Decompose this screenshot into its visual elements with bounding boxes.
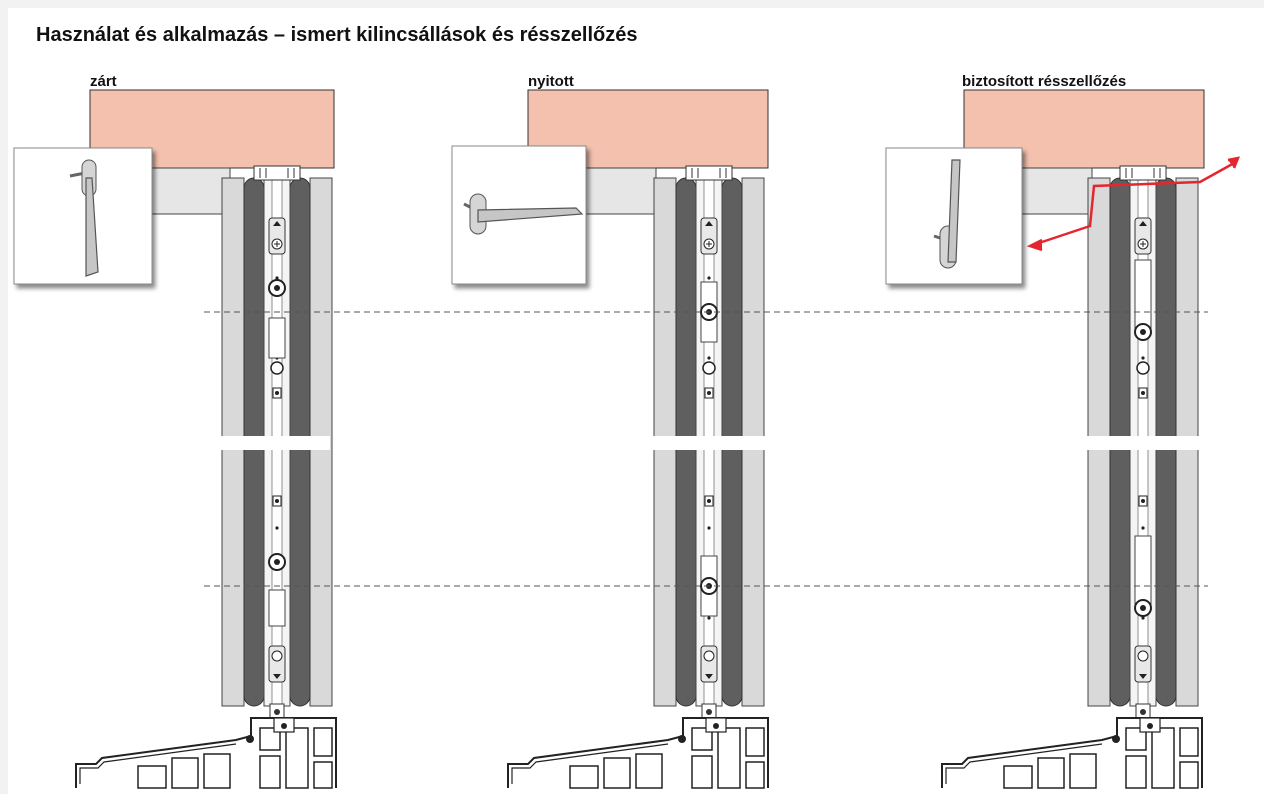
panel-label-open: nyitott <box>528 73 574 90</box>
handle-angled-icon <box>933 159 961 269</box>
handle-horizontal-icon <box>463 193 584 235</box>
lock-roller <box>270 361 284 375</box>
panel-label-vent: biztosított résszellőzés <box>962 73 1127 90</box>
panel-closed <box>13 89 337 789</box>
sill-profile <box>941 717 1203 789</box>
lock-slot <box>1134 259 1152 331</box>
panel-label-closed: zárt <box>90 73 117 90</box>
lock-slot <box>1134 535 1152 607</box>
handle-card <box>451 145 587 285</box>
handle-down-icon <box>69 159 99 277</box>
frame-cover <box>149 167 231 215</box>
lock-roller <box>702 361 716 375</box>
sill-profile <box>507 717 769 789</box>
break-marks <box>220 436 1204 450</box>
page-title: Használat és alkalmazás – ismert kilincs… <box>36 24 638 46</box>
airflow-arrow <box>1026 156 1241 252</box>
lock-slot <box>268 317 286 359</box>
frame-cover <box>583 167 657 215</box>
frame-cover <box>1019 167 1093 215</box>
sill-profile <box>75 717 337 789</box>
handle-card <box>885 147 1023 285</box>
handle-card <box>13 147 153 285</box>
panel-open <box>451 89 769 789</box>
lock-roller <box>1136 361 1150 375</box>
lock-slot <box>268 589 286 627</box>
